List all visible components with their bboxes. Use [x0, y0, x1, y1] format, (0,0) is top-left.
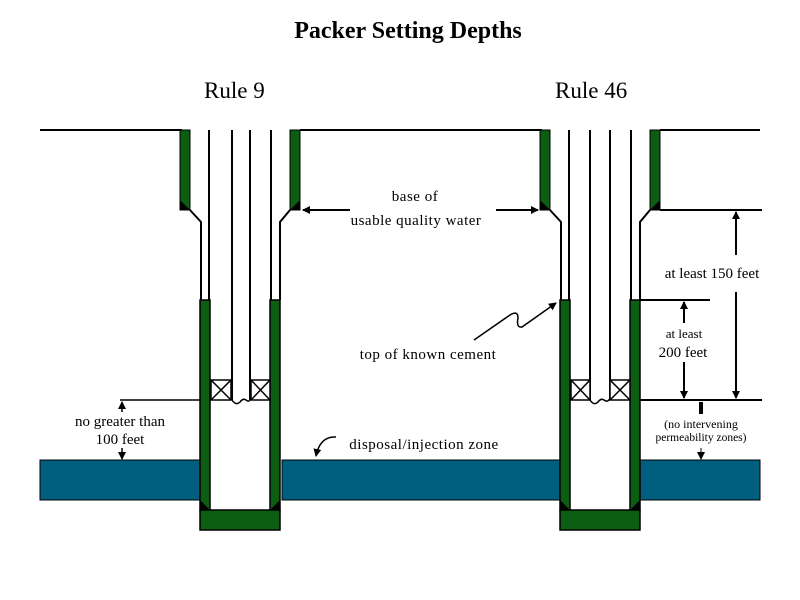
base-water-label-2: usable quality water — [350, 213, 482, 229]
diagram-title: Packer Setting Depths — [294, 18, 522, 44]
surface-casing-cement-left — [539, 129, 551, 211]
casing-cement-left — [559, 299, 571, 511]
packer-right — [609, 379, 631, 401]
base-water-label-1: base of — [391, 189, 439, 205]
no-intervening-label-1: (no intervening — [664, 417, 738, 431]
rule46-200ft-label-1: at least — [665, 326, 703, 341]
surface-casing-cement-right — [289, 129, 301, 211]
well-rule-46 — [539, 129, 762, 531]
surface-casing-cement-left — [179, 129, 191, 211]
injection-zone-arrow — [313, 436, 337, 457]
injection-zone-label: disposal/injection zone — [349, 437, 499, 453]
casing-cement-right — [629, 299, 641, 511]
packer-right — [250, 379, 271, 401]
injection-zone — [39, 459, 761, 501]
casing-cement-left — [199, 299, 211, 511]
packer-left — [570, 379, 591, 401]
rule-9-label: Rule 9 — [204, 78, 265, 103]
rule-46-label: Rule 46 — [555, 78, 628, 103]
packer-left — [210, 379, 232, 401]
well-rule-9 — [118, 129, 301, 531]
cement-plug — [559, 509, 641, 531]
rule46-150ft-label: at least 150 feet — [652, 265, 772, 283]
top-cement-label: top of known cement — [359, 347, 497, 363]
casing-cement-right — [269, 299, 281, 511]
surface-casing-cement-right — [649, 129, 661, 211]
top-cement-arrow — [473, 302, 557, 341]
rule9-depth-label-2: 100 feet — [95, 432, 145, 448]
cement-plug — [199, 509, 281, 531]
no-intervening-label-2: permeability zones) — [655, 432, 747, 444]
rule46-200ft-label-2: 200 feet — [658, 345, 708, 361]
rule9-depth-label-1: no greater than — [75, 414, 165, 430]
